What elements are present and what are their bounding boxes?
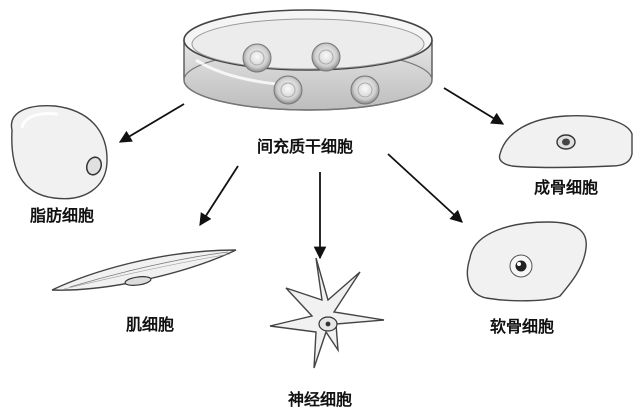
osteoblast-cell xyxy=(498,114,633,169)
source-label: 间充质干细胞 xyxy=(257,137,353,156)
label-myocyte: 肌细胞 xyxy=(126,315,174,334)
stem-cell xyxy=(311,42,341,72)
stem-cell xyxy=(242,43,272,73)
label-osteoblast: 成骨细胞 xyxy=(534,178,598,197)
arrow-to-myocyte xyxy=(199,165,239,227)
petri-dish xyxy=(183,9,433,111)
arrows xyxy=(118,87,505,260)
label-chondrocyte: 软骨细胞 xyxy=(490,317,554,336)
arrow-to-adipocyte xyxy=(118,103,185,143)
myocyte-cell xyxy=(51,249,237,291)
stem-cell xyxy=(273,75,303,105)
arrow-to-chondrocyte xyxy=(387,153,463,223)
stem-cells xyxy=(242,42,380,105)
neuron-cell xyxy=(269,257,385,369)
label-adipocyte: 脂肪细胞 xyxy=(30,206,94,225)
arrow-to-osteoblast xyxy=(443,87,505,125)
label-neuron: 神经细胞 xyxy=(288,390,352,409)
adipocyte-cell xyxy=(10,105,108,200)
chondrocyte-cell xyxy=(466,221,587,302)
stem-cell xyxy=(350,75,380,105)
